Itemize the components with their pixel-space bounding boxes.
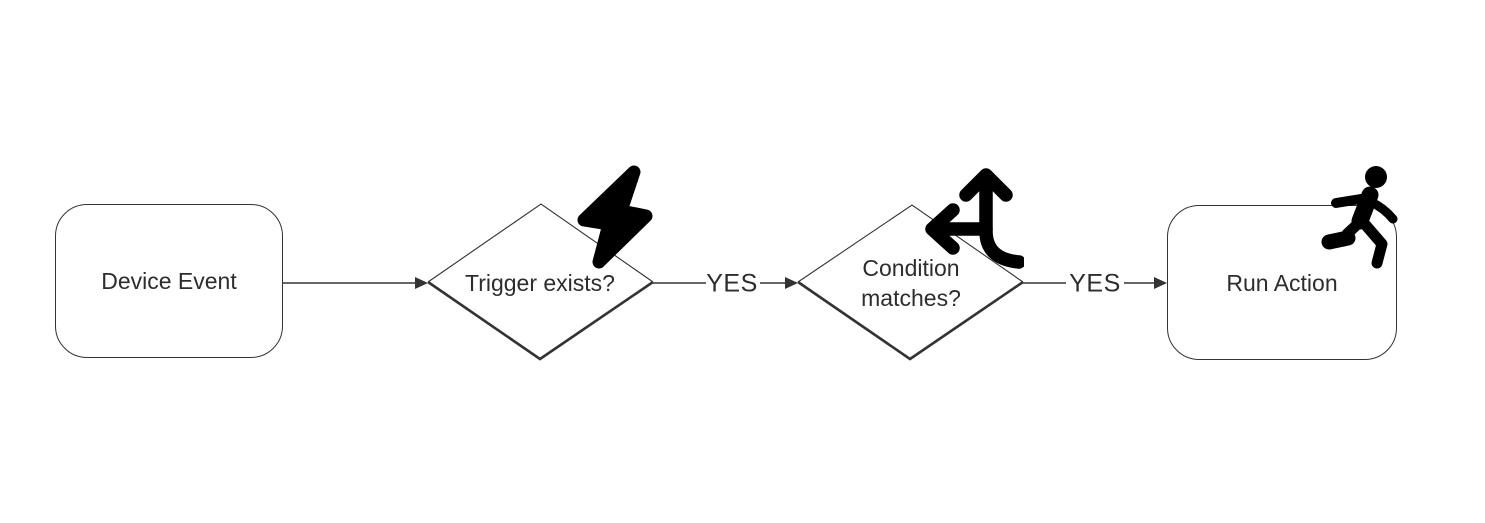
- node-run-action: Run Action: [1167, 205, 1397, 360]
- node-device-event: Device Event: [55, 204, 283, 358]
- edge-device-event-to-trigger: [283, 277, 428, 289]
- condition-diamond-shape: [797, 204, 1024, 361]
- node-device-event-label: Device Event: [101, 268, 237, 294]
- edge-condition-to-run-action: [1023, 277, 1167, 289]
- edge-label-yes-2: YES: [1069, 269, 1121, 298]
- arrowhead-icon: [415, 277, 428, 289]
- lightning-bolt-icon: [577, 165, 653, 269]
- node-run-action-label: Run Action: [1226, 269, 1338, 296]
- trigger-diamond-shape: [427, 203, 654, 361]
- edge-label-yes-1: YES: [706, 269, 758, 298]
- person-running-icon: [1321, 166, 1398, 269]
- arrows-split-up-and-left-icon: [925, 168, 1024, 269]
- edge-trigger-to-condition: [653, 277, 798, 289]
- arrowhead-icon: [785, 277, 798, 289]
- arrowhead-icon: [1154, 277, 1167, 289]
